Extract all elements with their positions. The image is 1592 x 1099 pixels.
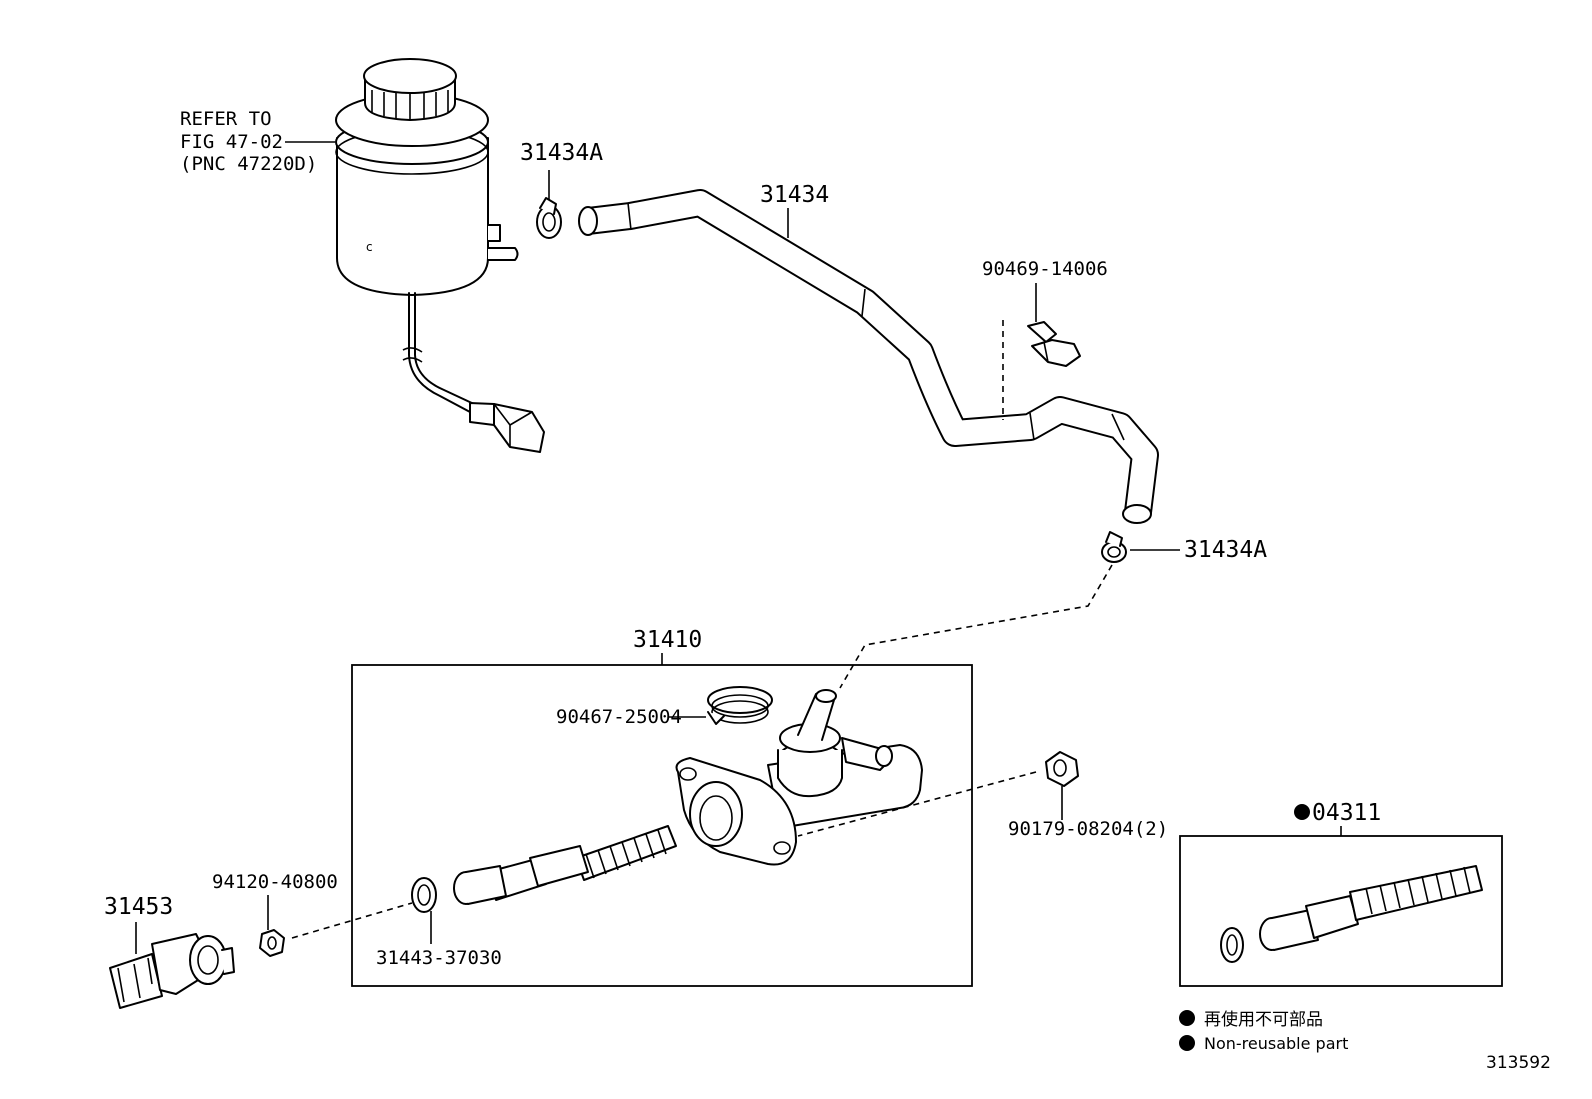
part-label-snap-ring[interactable]: 31443-37030 <box>376 947 502 969</box>
clamp-bottom-drawing <box>1101 531 1127 563</box>
refer-note-line3: (PNC 47220D) <box>180 153 317 175</box>
svg-text:c: c <box>366 240 373 254</box>
part-label-hose[interactable]: 31434 <box>760 182 829 208</box>
part-label-small-nut[interactable]: 94120-40800 <box>212 871 338 893</box>
switch-drawing <box>109 933 235 1009</box>
part-label-clamp-top[interactable]: 31434A <box>520 140 603 166</box>
part-label-repair-kit[interactable]: 04311 <box>1312 800 1381 826</box>
master-cylinder-box <box>351 664 973 987</box>
legend-japanese: 再使用不可部品 <box>1204 1009 1323 1030</box>
nut-drawing <box>1045 751 1079 787</box>
part-label-nut[interactable]: 90179-08204(2) <box>1008 818 1168 840</box>
hose-clamp-drawing <box>1027 321 1081 367</box>
part-label-clamp-bottom[interactable]: 31434A <box>1184 537 1267 563</box>
legend-english: Non-reusable part <box>1204 1034 1348 1053</box>
legend-marker-en <box>1179 1035 1195 1051</box>
inner-clip-drawing <box>707 686 773 725</box>
diagram-id: 313592 <box>1486 1053 1551 1073</box>
hose-drawing <box>578 189 1159 524</box>
repair-kit-drawing <box>1220 865 1483 963</box>
refer-note-line2: FIG 47-02 <box>180 131 283 153</box>
part-label-switch[interactable]: 31453 <box>104 894 173 920</box>
clamp-top-drawing <box>536 197 562 239</box>
part-label-hose-clamp[interactable]: 90469-14006 <box>982 258 1108 280</box>
part-label-inner-clip[interactable]: 90467-25004 <box>556 706 682 728</box>
spring-drawing <box>453 825 677 905</box>
non-reusable-marker-kit <box>1294 804 1310 820</box>
repair-kit-box <box>1179 835 1503 987</box>
small-nut-drawing <box>259 929 285 957</box>
snap-ring-drawing <box>411 877 437 913</box>
legend-marker-jp <box>1179 1010 1195 1026</box>
refer-note-line1: REFER TO <box>180 108 272 130</box>
reservoir-drawing: c <box>335 58 545 453</box>
part-label-master-cylinder[interactable]: 31410 <box>633 627 702 653</box>
